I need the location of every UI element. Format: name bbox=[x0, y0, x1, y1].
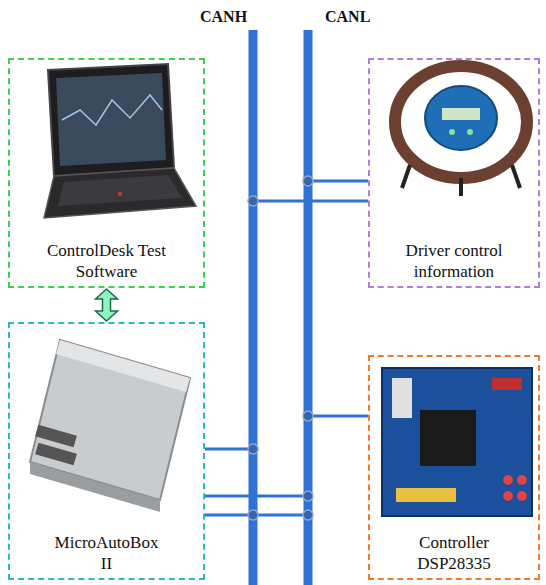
hardware-box: MicroAutoBox II bbox=[8, 322, 205, 580]
node-label: Driver control information bbox=[384, 240, 524, 282]
can-bus bbox=[205, 30, 368, 585]
laptop-illustration bbox=[44, 64, 196, 218]
microautobox-illustration bbox=[30, 340, 190, 512]
controller-box: Controller DSP28335 bbox=[368, 355, 540, 580]
node-label: MicroAutoBox II bbox=[49, 532, 164, 574]
bus-label: CANH bbox=[200, 8, 247, 26]
driver-box: Driver control information bbox=[368, 58, 540, 288]
node-label: ControlDesk Test Software bbox=[32, 240, 182, 282]
software-box: ControlDesk Test Software bbox=[8, 58, 205, 288]
bus-label: CANL bbox=[325, 8, 370, 26]
dsp-board-illustration bbox=[382, 368, 532, 516]
double-arrow bbox=[96, 289, 118, 321]
steering-wheel-illustration bbox=[395, 66, 527, 196]
node-label: Controller DSP28335 bbox=[404, 532, 504, 574]
